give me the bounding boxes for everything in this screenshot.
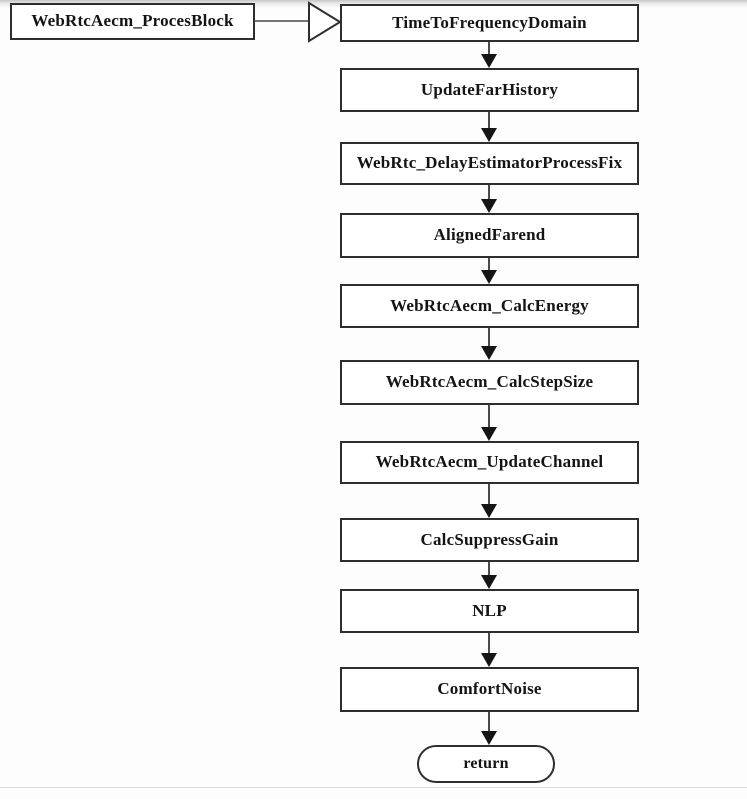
arrow-down-icon <box>481 712 497 745</box>
node-label: UpdateFarHistory <box>420 79 559 99</box>
node-label: return <box>463 755 509 773</box>
arrow-down-icon <box>481 258 497 284</box>
arrow-down-icon <box>481 562 497 589</box>
node-label: WebRtcAecm_UpdateChannel <box>375 452 604 472</box>
node-time-to-frequency-domain: TimeToFrequencyDomain <box>340 4 639 42</box>
arrow-down-icon <box>481 185 497 213</box>
node-label: NLP <box>472 600 507 620</box>
node-label: WebRtcAecm_CalcStepSize <box>385 372 594 392</box>
arrow-down-icon <box>481 405 497 441</box>
node-webrtcaecm-procesblock: WebRtcAecm_ProcesBlock <box>10 3 255 40</box>
node-label: ComfortNoise <box>437 679 542 699</box>
node-label: WebRtc_DelayEstimatorProcessFix <box>356 153 623 173</box>
node-label: AlignedFarend <box>433 225 546 245</box>
page-bottom-border <box>0 787 747 788</box>
arrow-down-icon <box>481 112 497 142</box>
node-nlp: NLP <box>340 589 639 633</box>
arrow-down-icon <box>481 484 497 518</box>
node-label: TimeToFrequencyDomain <box>392 12 587 32</box>
entry-call-arrow-icon <box>255 1 342 43</box>
node-label: WebRtcAecm_CalcEnergy <box>390 295 589 315</box>
arrow-down-icon <box>481 633 497 667</box>
node-comfort-noise: ComfortNoise <box>340 667 639 712</box>
node-calc-suppress-gain: CalcSuppressGain <box>340 518 639 562</box>
node-return: return <box>417 745 555 783</box>
node-aligned-farend: AlignedFarend <box>340 213 639 258</box>
node-webrtc-delay-estimator-process-fix: WebRtc_DelayEstimatorProcessFix <box>340 142 639 185</box>
node-label: WebRtcAecm_ProcesBlock <box>31 11 234 31</box>
node-update-far-history: UpdateFarHistory <box>340 68 639 112</box>
node-webrtcaecm-calc-energy: WebRtcAecm_CalcEnergy <box>340 284 639 328</box>
node-webrtcaecm-update-channel: WebRtcAecm_UpdateChannel <box>340 441 639 484</box>
arrow-down-icon <box>481 328 497 360</box>
arrow-down-icon <box>481 42 497 68</box>
node-webrtcaecm-calc-step-size: WebRtcAecm_CalcStepSize <box>340 360 639 405</box>
node-label: CalcSuppressGain <box>420 529 559 549</box>
